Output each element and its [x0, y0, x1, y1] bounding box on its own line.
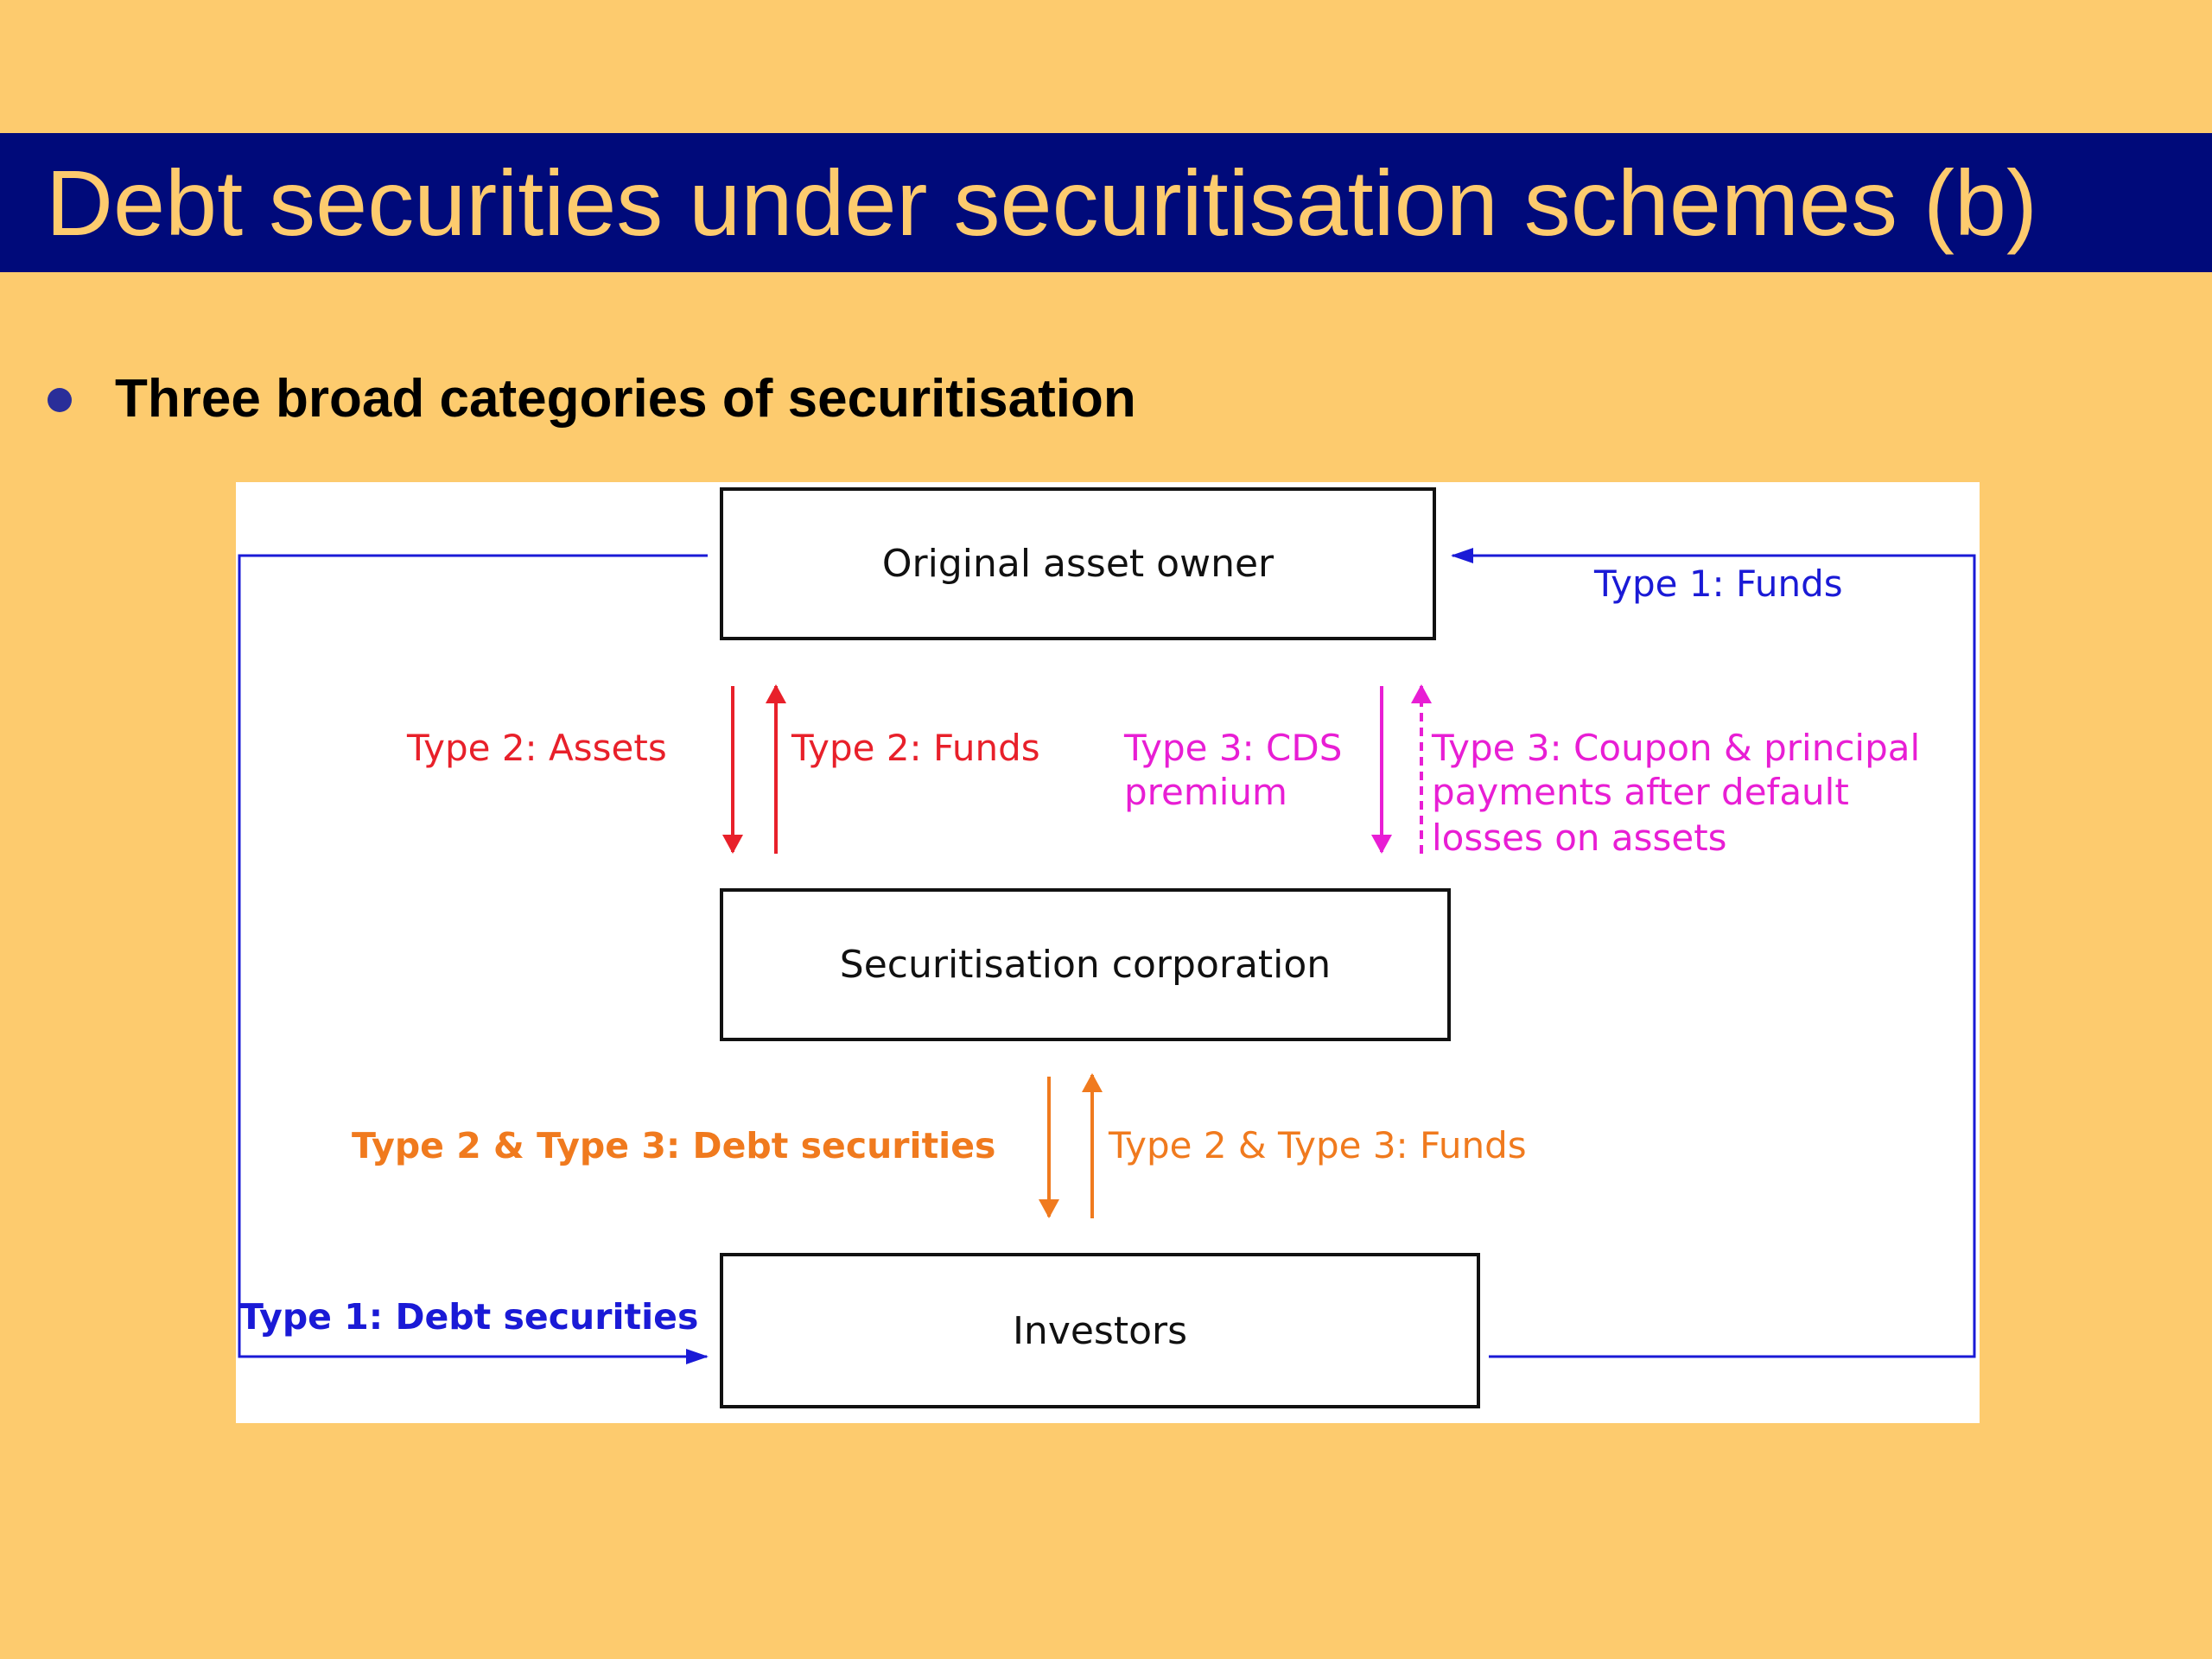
- node-original-asset-owner-label: Original asset owner: [881, 542, 1274, 586]
- type1-debt-arrow: [238, 554, 709, 1364]
- node-investors-label: Investors: [1012, 1308, 1188, 1353]
- title-bar: Debt securities under securitisation sch…: [0, 133, 2212, 272]
- label-type23-debt-securities: Type 2 & Type 3: Debt securities: [352, 1125, 996, 1166]
- node-securitisation-corporation-label: Securitisation corporation: [839, 943, 1332, 987]
- label-type3-coupon-line2: payments after default: [1432, 771, 1849, 813]
- node-original-asset-owner: Original asset owner: [720, 487, 1436, 640]
- label-type1-debt-securities: Type 1: Debt securities: [239, 1296, 699, 1338]
- diagram-connectors: [238, 548, 1976, 1364]
- label-type2-funds: Type 2: Funds: [791, 727, 1040, 769]
- node-securitisation-corporation: Securitisation corporation: [720, 888, 1451, 1041]
- label-type3-coupon-line3: losses on assets: [1432, 817, 1727, 859]
- bullet-text: Three broad categories of securitisation: [115, 369, 1136, 429]
- type1-funds-arrow: [1451, 548, 1976, 1358]
- node-investors: Investors: [720, 1253, 1480, 1408]
- label-type3-cds-line2: premium: [1124, 771, 1287, 813]
- bullet-dot: [48, 388, 72, 412]
- label-type3-cds-line1: Type 3: CDS: [1124, 727, 1343, 769]
- label-type3-coupon-line1: Type 3: Coupon & principal: [1432, 727, 1921, 769]
- label-type23-funds: Type 2 & Type 3: Funds: [1109, 1124, 1527, 1166]
- page-title: Debt securities under securitisation sch…: [46, 150, 2037, 255]
- securitisation-diagram: Original asset owner Securitisation corp…: [236, 482, 1980, 1423]
- label-type2-assets: Type 2: Assets: [407, 727, 667, 769]
- label-type1-funds: Type 1: Funds: [1594, 563, 1843, 605]
